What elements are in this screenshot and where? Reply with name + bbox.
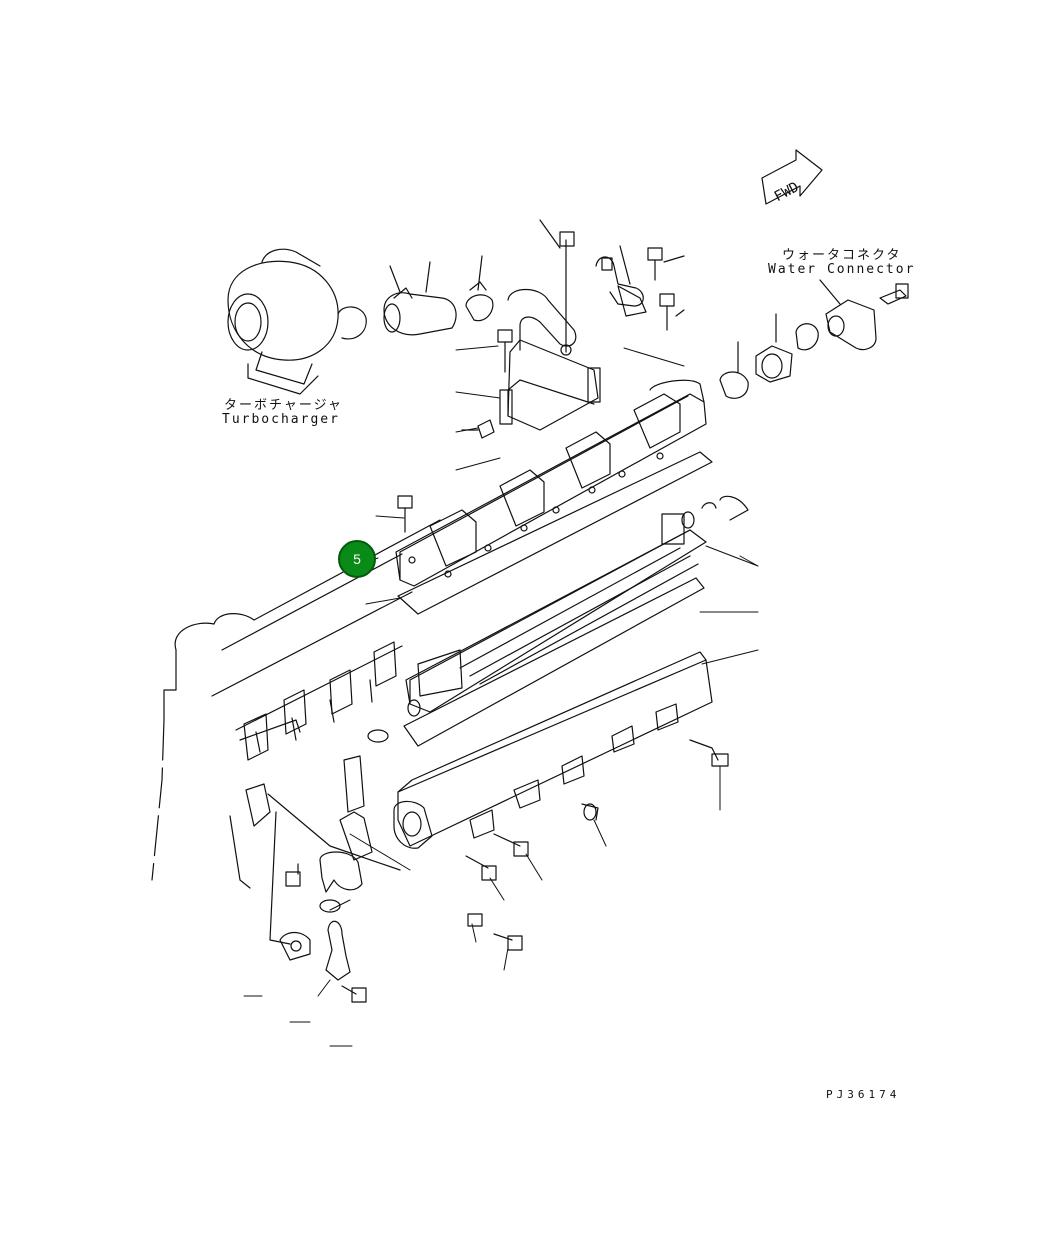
part-callout-5[interactable]: 5 bbox=[338, 540, 376, 578]
turbocharger bbox=[227, 248, 367, 395]
turbocharger-label-jp: ターボチャージャ bbox=[224, 398, 343, 413]
cooler-cover bbox=[393, 651, 713, 849]
leader-lines bbox=[243, 345, 759, 1047]
cooler-core bbox=[405, 495, 749, 717]
water-connector-label-jp: ウォータコネクタ bbox=[782, 248, 902, 263]
exhaust-manifold bbox=[395, 379, 707, 587]
engine-block bbox=[151, 519, 441, 945]
sensor-switch bbox=[595, 245, 647, 317]
turbocharger-label-en: Turbocharger bbox=[222, 412, 340, 427]
hose-and-clamps bbox=[383, 255, 494, 336]
bolts bbox=[285, 247, 909, 1003]
water-connector bbox=[719, 279, 877, 399]
drawing-code: PJ36174 bbox=[826, 1088, 901, 1101]
fwd-arrow-icon: FWD bbox=[761, 149, 823, 205]
manifold-gasket bbox=[397, 451, 713, 615]
fwd-label: FWD bbox=[772, 179, 802, 205]
water-inlet-parts bbox=[279, 729, 389, 981]
cooler-gasket bbox=[403, 577, 705, 747]
elbow-and-thermostat-housing bbox=[499, 219, 601, 431]
water-connector-label-en: Water Connector bbox=[768, 262, 916, 277]
